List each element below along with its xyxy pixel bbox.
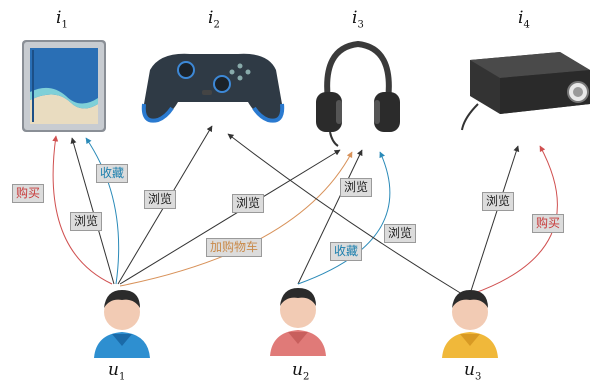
item-label-i1: i1 [56,8,68,31]
projector-icon [461,52,590,131]
user-avatar-u1 [94,290,150,358]
edge-label-u3-i4-buy: 购买 [532,214,565,233]
item-label-i2: i2 [208,8,220,31]
edge-label-u1-i2-browse: 浏览 [144,190,177,209]
user-avatar-u3 [442,290,498,358]
user-label-u1: u1 [108,360,126,383]
edge-u1-i1-buy [52,135,113,285]
edge-u2-i3-browse [297,149,363,285]
edge-u2-i2-browse [227,133,463,295]
edge-label-u3-i4-browse: 浏览 [482,192,515,211]
edge-label-u1-i3-add-to-cart: 加购物车 [206,238,263,257]
edge-u3-i4-browse [469,145,520,295]
edge-u2-i3-favorite [297,151,391,285]
item-label-i3: i3 [352,8,364,31]
gamepad-icon [141,53,285,123]
edge-label-u2-i2-browse: 浏览 [384,224,417,243]
headphones-icon [316,40,400,147]
edge-u1-i3-browse [119,149,341,285]
edge-u1-i1-favorite [85,137,120,285]
edge-u3-i4-buy [471,145,558,295]
edge-label-u1-i1-favorite: 收藏 [96,164,129,183]
edge-label-u1-i3-browse: 浏览 [232,194,265,213]
edge-label-u2-i3-favorite: 收藏 [330,242,363,261]
user-label-u2: u2 [292,360,310,383]
item-label-i4: i4 [518,8,530,31]
edge-u1-i1-browse [70,137,115,285]
tablet-icon [22,40,106,132]
user-label-u3: u3 [464,360,482,383]
edge-u1-i3-add-to-cart [119,151,353,287]
edge-label-u1-i1-buy: 购买 [12,184,45,203]
user-avatar-u2 [270,288,326,356]
edge-label-u1-i1-browse: 浏览 [70,212,103,231]
edge-label-u2-i3-browse: 浏览 [340,178,373,197]
